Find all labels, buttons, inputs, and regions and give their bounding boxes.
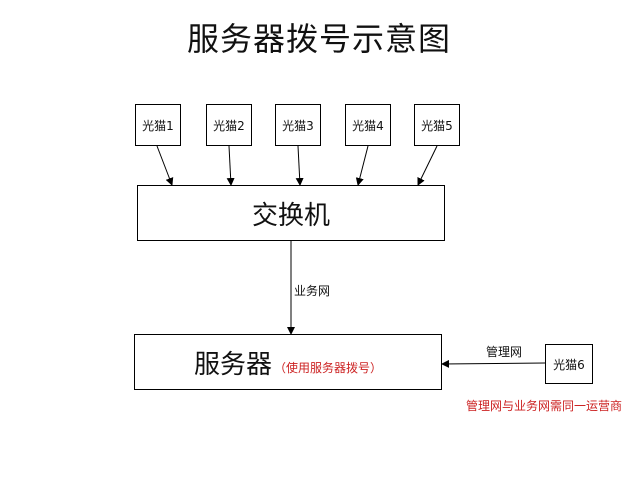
switch-node: 交换机 (137, 185, 445, 241)
arrow-modem3-switch (295, 145, 304, 186)
edge-label-management: 管理网 (486, 345, 523, 359)
operator-note: 管理网与业务网需同一运营商 (466, 399, 623, 413)
arrow-modem2-switch (226, 145, 235, 186)
modem-3: 光猫3 (275, 104, 321, 146)
modem-2: 光猫2 (206, 104, 252, 146)
modem-2-label: 光猫2 (213, 118, 245, 133)
server-label: 服务器 (193, 349, 272, 380)
diagram-title: 服务器拨号示意图 (186, 20, 451, 58)
modem-6-label: 光猫6 (553, 357, 585, 372)
modem-5: 光猫5 (414, 104, 460, 146)
server-node: 服务器 （使用服务器拨号） (134, 334, 442, 390)
modem-3-label: 光猫3 (282, 118, 314, 133)
arrow-modem1-switch (156, 145, 174, 186)
modem-1: 光猫1 (135, 104, 181, 146)
modem-4-label: 光猫4 (352, 118, 384, 133)
server-note: （使用服务器拨号） (274, 360, 383, 375)
modem-1-label: 光猫1 (142, 118, 174, 133)
arrow-modem6-server (441, 359, 546, 368)
modem-5-label: 光猫5 (421, 118, 453, 133)
modem-4: 光猫4 (345, 104, 391, 146)
switch-label: 交换机 (251, 200, 330, 231)
arrow-modem4-switch (355, 145, 369, 186)
arrow-modem5-switch (417, 145, 438, 186)
modem-6: 光猫6 (545, 344, 593, 384)
edge-label-business: 业务网 (294, 284, 331, 298)
